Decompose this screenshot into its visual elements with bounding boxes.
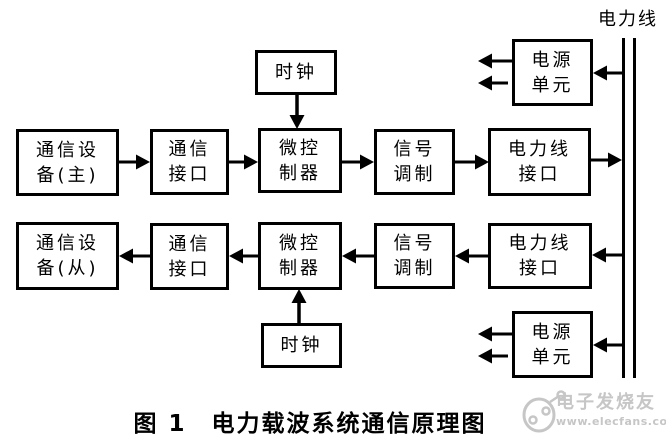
powerline-label: 电力线 xyxy=(598,9,658,30)
box-powerline-interface-bottom: 电力线 接口 xyxy=(488,223,592,289)
arrow-signal-mod-to-powerline-interface-top xyxy=(455,154,489,170)
arrow-powerline-interface-top-to-wire xyxy=(591,152,622,168)
arrow-clock-top-to-mcu xyxy=(289,95,305,129)
arrow-master-to-comm-interface xyxy=(119,154,150,170)
box-power-unit-top: 电源 单元 xyxy=(512,39,593,106)
arrow-powerline-interface-to-signal-mod-bottom xyxy=(455,248,488,264)
box-mcu-bottom: 微控 制器 xyxy=(258,222,342,290)
arrow-mcu-to-signal-mod-top xyxy=(342,154,374,170)
box-comm-device-master: 通信设 备(主) xyxy=(16,129,119,196)
box-mcu-top: 微控 制器 xyxy=(258,128,342,193)
elecfans-logo-icon xyxy=(522,390,566,433)
box-comm-device-slave: 通信设 备(从) xyxy=(16,222,119,290)
figure-caption: 图 1 电力载波系统通信原理图 xyxy=(133,411,487,437)
arrow-signal-mod-to-mcu-bottom xyxy=(342,248,374,264)
arrow-power-unit-bottom-output1 xyxy=(478,326,512,342)
box-power-unit-bottom: 电源 单元 xyxy=(512,311,593,378)
arrow-comm-interface-to-mcu-top xyxy=(229,154,258,170)
arrow-wire-to-power-unit-bottom xyxy=(593,337,622,353)
box-signal-mod-bottom: 信号 调制 xyxy=(374,223,455,289)
box-signal-mod-top: 信号 调制 xyxy=(374,129,455,195)
box-powerline-interface-top: 电力线 接口 xyxy=(488,128,591,196)
arrow-wire-to-power-unit-top xyxy=(593,65,622,81)
box-clock-top: 时钟 xyxy=(255,50,337,95)
arrow-wire-to-powerline-interface-bottom xyxy=(592,247,622,263)
watermark-site-url: www.elecfans.com xyxy=(556,415,666,428)
box-comm-interface-bottom: 通信 接口 xyxy=(150,223,229,290)
watermark: 电子发烧友 www.elecfans.com xyxy=(506,385,666,440)
arrow-comm-interface-to-slave xyxy=(119,248,150,264)
arrow-power-unit-top-output1 xyxy=(478,53,512,69)
box-comm-interface-top: 通信 接口 xyxy=(150,129,229,195)
box-clock-bottom: 时钟 xyxy=(261,323,342,368)
arrow-power-unit-bottom-output2 xyxy=(478,348,508,364)
arrow-mcu-to-comm-interface-bottom xyxy=(229,248,258,264)
arrow-clock-bottom-to-mcu xyxy=(291,289,307,323)
watermark-site-name: 电子发烧友 xyxy=(556,392,656,413)
power-line-wires xyxy=(622,38,636,378)
arrow-power-unit-top-output2 xyxy=(478,75,508,91)
